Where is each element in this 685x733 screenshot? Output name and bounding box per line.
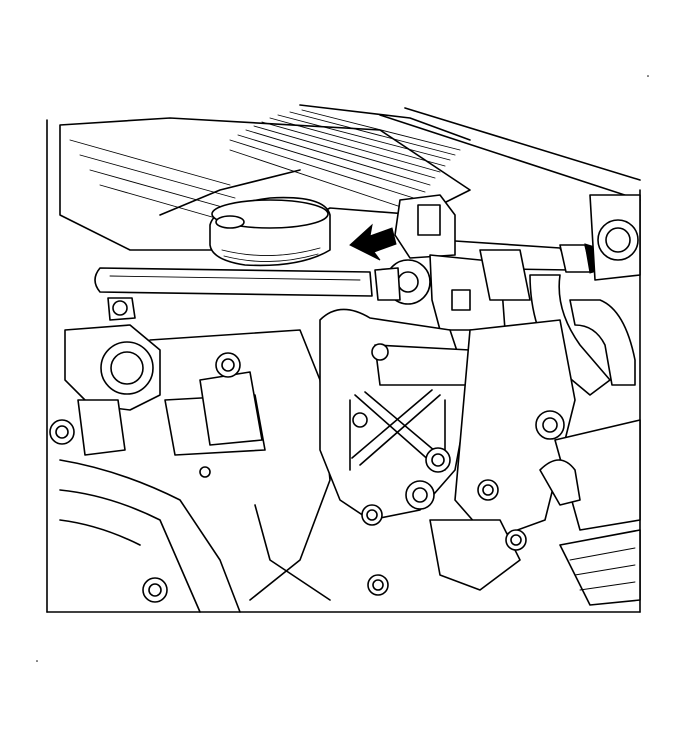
cover-ribs <box>229 109 461 211</box>
lower-right-structure <box>367 319 641 606</box>
corner-mark <box>36 660 38 662</box>
direction-arrow-icon <box>349 223 397 261</box>
sensor-left <box>49 297 161 456</box>
hose-right <box>529 274 636 396</box>
corner-mark <box>647 75 649 77</box>
engine-cover <box>59 104 641 251</box>
upper-right-bracket <box>589 194 641 281</box>
oil-filler-cap <box>209 196 331 267</box>
connector-assembly <box>374 194 531 331</box>
pump-bracket <box>319 308 471 526</box>
